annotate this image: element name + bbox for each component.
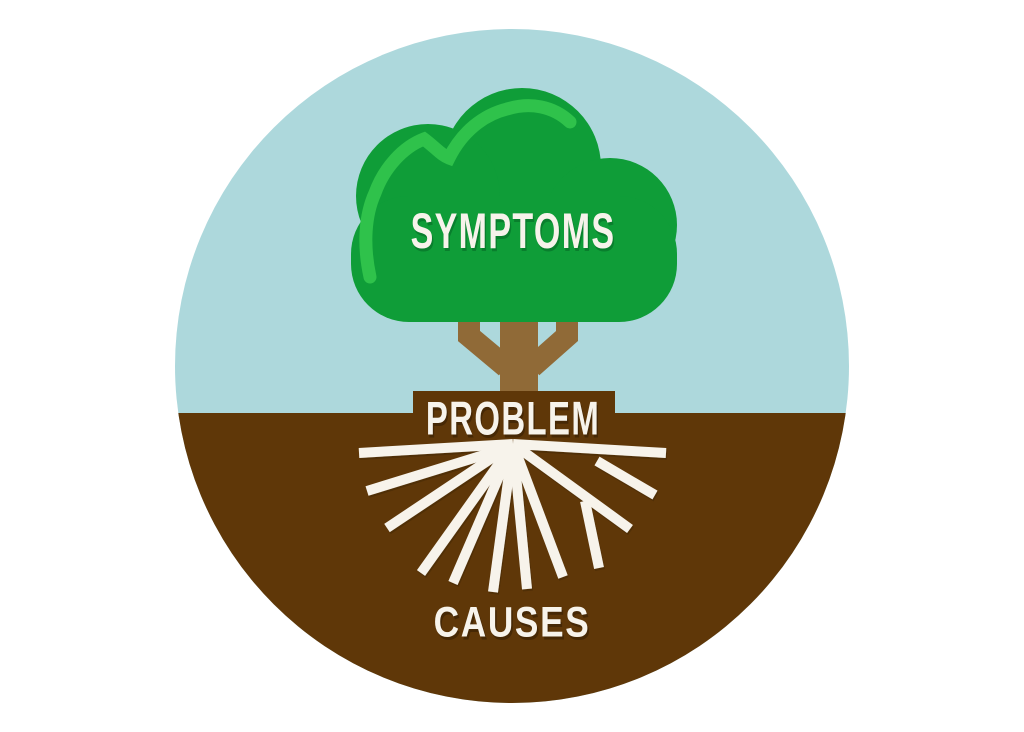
root-left-diagonal-1	[384, 439, 516, 533]
root-left-diagonal-2	[416, 441, 518, 576]
root-right-steep	[508, 442, 568, 579]
root-right-fork	[580, 499, 604, 570]
root-left-branch	[365, 445, 502, 496]
root-system	[358, 439, 667, 593]
root-right-vertical	[508, 443, 532, 590]
root-left-vertical	[488, 443, 518, 593]
canopy-highlight	[359, 99, 577, 284]
root-left-steep	[448, 442, 518, 585]
problem-label: PROBLEM	[425, 391, 601, 445]
root-right-diagonal-1	[510, 439, 633, 534]
root-right-branch	[594, 456, 658, 500]
root-right-horizontal	[512, 439, 667, 458]
canopy-body	[351, 196, 677, 322]
root-left-horizontal	[358, 439, 514, 458]
problem-box	[413, 391, 615, 417]
causes-label: CAUSES	[433, 598, 591, 647]
symptoms-label: SYMPTOMS	[410, 203, 616, 259]
